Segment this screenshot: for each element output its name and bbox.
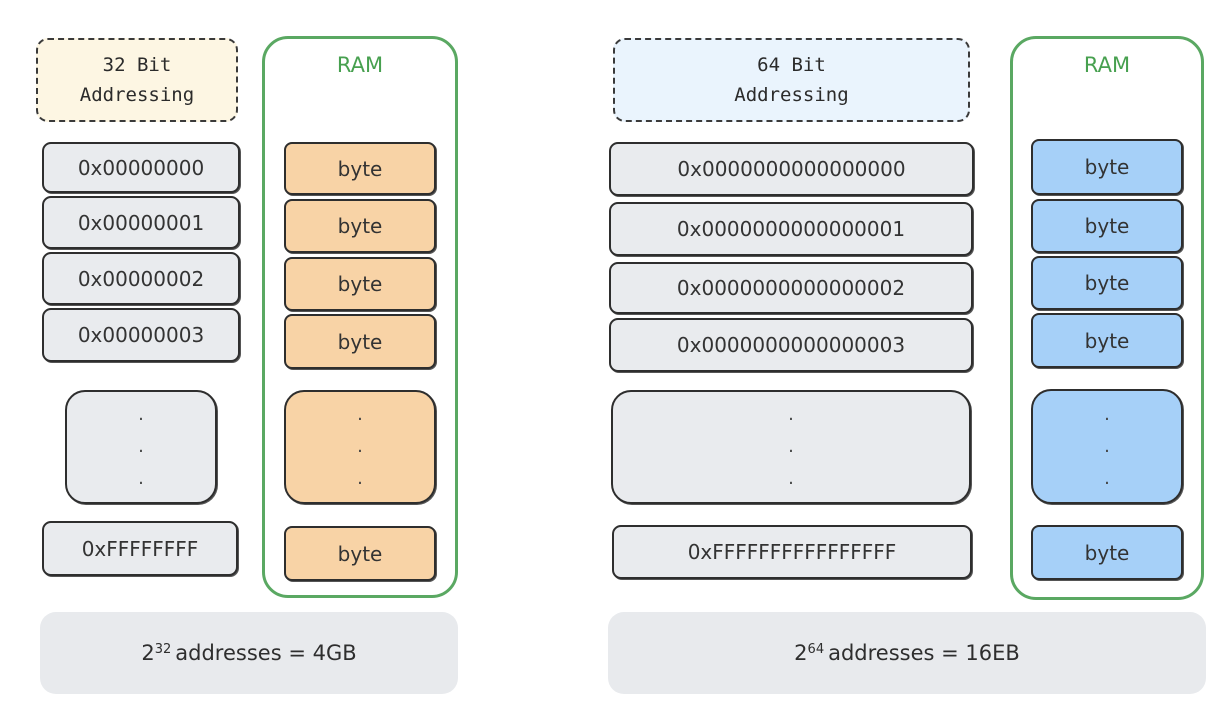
ram-frame-32bit: RAM [262,36,458,598]
ellipsis-dot: . [1104,435,1110,457]
ellipsis-dot: . [138,468,144,489]
address-row: 0x0000000000000003 [609,318,973,372]
summary-exponent: 64 [807,641,825,657]
byte-cell: byte [1031,199,1183,253]
address-row: 0x0000000000000001 [609,202,973,256]
byte-cell: byte [284,142,436,195]
summary-base: 2 [141,641,155,665]
address-row: 0x00000002 [42,252,240,305]
mode-label-line2: Addressing [79,84,195,106]
ellipsis-dot: . [357,436,363,457]
mode-box-32bit: 32 Bit Addressing [36,38,238,122]
ellipsis-dot: . [788,404,794,425]
ellipsis-dot: . [357,468,363,489]
byte-cell: byte [1031,256,1183,310]
address-row-last: 0xFFFFFFFF [42,521,238,576]
address-ellipsis: . . . [65,390,217,504]
address-row: 0x00000001 [42,196,240,249]
ellipsis-dot: . [138,436,144,457]
address-row: 0x0000000000000000 [609,142,974,196]
byte-cell: byte [284,257,436,311]
address-ellipsis: . . . [611,390,971,504]
summary-text: addresses = 4GB [175,641,357,665]
byte-cell: byte [284,199,436,253]
mode-box-64bit: 64 Bit Addressing [613,38,970,122]
byte-cell: byte [1031,139,1183,195]
address-row: 0x0000000000000002 [609,262,973,314]
byte-ellipsis: . . . [1031,389,1183,504]
summary-text: addresses = 16EB [828,641,1020,665]
ram-title: RAM [1083,53,1131,77]
ellipsis-dot: . [788,468,794,489]
ellipsis-dot: . [788,436,794,457]
mode-label-line2: Addressing [734,84,849,106]
ellipsis-dot: . [138,404,144,425]
summary-base: 2 [794,641,808,665]
byte-cell: byte [284,314,436,369]
mode-label-line1: 64 Bit [757,54,826,76]
ram-title: RAM [336,53,384,77]
mode-label-line1: 32 Bit [102,54,172,76]
byte-cell: byte [1031,313,1183,368]
address-row: 0x00000000 [42,142,240,193]
address-row: 0x00000003 [42,308,240,362]
address-row-last: 0xFFFFFFFFFFFFFFFF [612,525,972,579]
ellipsis-dot: . [1104,403,1110,425]
ellipsis-dot: . [357,404,363,425]
byte-cell-last: byte [284,526,436,581]
summary-exponent: 32 [154,641,172,657]
byte-cell-last: byte [1031,525,1183,580]
ram-frame-64bit: RAM [1010,36,1204,600]
byte-ellipsis: . . . [284,390,436,504]
ellipsis-dot: . [1104,467,1110,489]
